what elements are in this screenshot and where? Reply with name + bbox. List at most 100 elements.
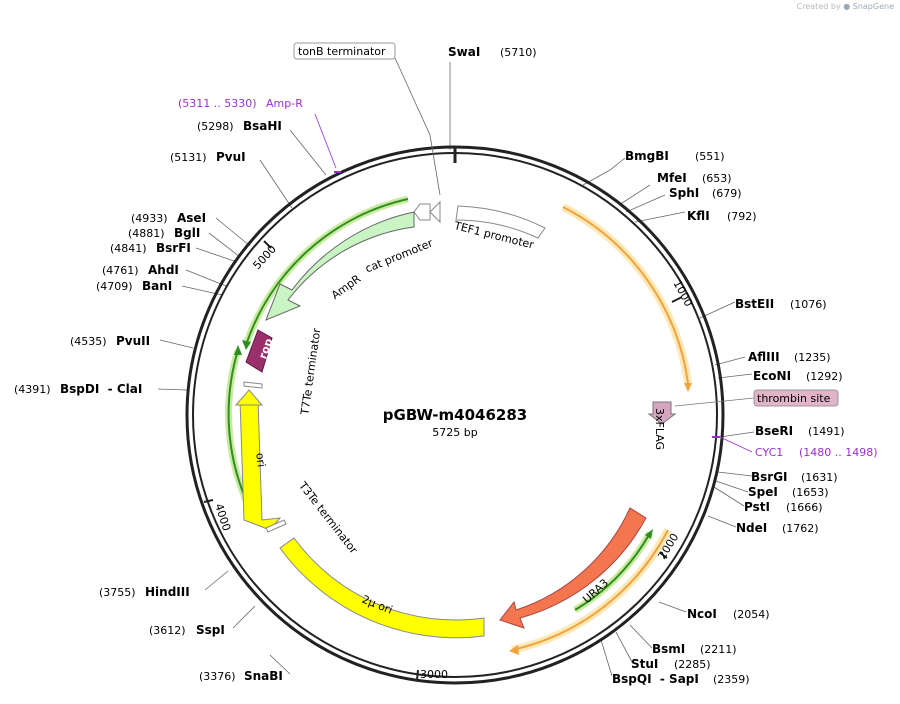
svg-text:BstEII: BstEII bbox=[735, 297, 774, 311]
site-afliii: AflIII (1235) bbox=[748, 350, 831, 364]
svg-text:(5710): (5710) bbox=[500, 46, 537, 59]
site-bseri: BseRI (1491) bbox=[755, 424, 845, 438]
svg-text:BsaHI: BsaHI bbox=[243, 119, 282, 133]
tick-label-1000: 1000 bbox=[671, 278, 696, 309]
tick-5000 bbox=[263, 240, 272, 249]
svg-text:StuI: StuI bbox=[631, 657, 658, 671]
thrombin-site-box: thrombin site bbox=[753, 389, 839, 407]
svg-text:BspDI - ClaI: BspDI - ClaI bbox=[60, 382, 142, 396]
site-stui: StuI (2285) bbox=[631, 657, 711, 671]
svg-text:(1292): (1292) bbox=[806, 370, 843, 383]
svg-text:Amp-R: Amp-R bbox=[266, 97, 303, 110]
ori-arrowhead bbox=[234, 389, 264, 406]
primer-arc-mid-left bbox=[227, 349, 247, 501]
svg-text:(4535): (4535) bbox=[70, 335, 107, 348]
site-bsmi: BsmI (2211) bbox=[652, 642, 737, 656]
tick-2000 bbox=[658, 551, 668, 559]
site-pvui: (5131) PvuI bbox=[170, 150, 246, 164]
svg-text:(5311 .. 5330): (5311 .. 5330) bbox=[178, 97, 257, 110]
site-bsteii: BstEII (1076) bbox=[735, 297, 827, 311]
svg-text:BsmI: BsmI bbox=[652, 642, 685, 656]
orf-glow-top bbox=[561, 203, 692, 384]
tonb-leader bbox=[394, 57, 441, 196]
site-leader-lines bbox=[157, 62, 755, 677]
site-bmgbi: BmgBI (551) bbox=[625, 149, 725, 163]
small-arrow-1 bbox=[429, 200, 441, 224]
plasmid-length: 5725 bp bbox=[432, 426, 477, 439]
ampr-label: AmpR bbox=[329, 272, 364, 302]
credit-prefix: Created by bbox=[796, 2, 841, 11]
site-mfei: MfeI (653) bbox=[657, 171, 732, 185]
svg-text:(792): (792) bbox=[727, 210, 757, 223]
primer-amp-r: (5311 .. 5330) Amp-R bbox=[178, 97, 303, 110]
svg-text:(1235): (1235) bbox=[794, 351, 831, 364]
svg-text:PstI: PstI bbox=[744, 500, 770, 514]
snapgene-logo-icon: ● bbox=[843, 2, 851, 11]
svg-text:(4933): (4933) bbox=[131, 212, 168, 225]
ampr-feature bbox=[265, 211, 415, 321]
svg-text:BspQI - SapI: BspQI - SapI bbox=[612, 672, 699, 686]
site-hindiii: (3755) HindIII bbox=[99, 585, 190, 599]
svg-text:BsrFI: BsrFI bbox=[156, 241, 191, 255]
ura3-feature bbox=[499, 507, 647, 629]
site-swai: SwaI (5710) bbox=[448, 45, 537, 59]
primer-arrow-mid-left bbox=[234, 345, 242, 355]
site-sphi: SphI (679) bbox=[669, 186, 742, 200]
site-bspdi-clai: (4391) BspDI - ClaI bbox=[14, 382, 142, 396]
svg-text:MfeI: MfeI bbox=[657, 171, 687, 185]
svg-text:(1653): (1653) bbox=[792, 486, 829, 499]
t3te-label: T3Te terminator bbox=[296, 479, 361, 557]
ampr-primer-leader bbox=[314, 113, 337, 169]
svg-text:(1666): (1666) bbox=[786, 501, 823, 514]
svg-text:BglI: BglI bbox=[174, 226, 200, 240]
site-snabi: (3376) SnaBI bbox=[199, 669, 283, 683]
svg-text:BseRI: BseRI bbox=[755, 424, 793, 438]
svg-text:(1076): (1076) bbox=[790, 298, 827, 311]
svg-text:(4391): (4391) bbox=[14, 383, 51, 396]
site-spei: SpeI (1653) bbox=[748, 485, 829, 499]
primer-arc-lower bbox=[574, 532, 651, 611]
site-sspi: (3612) SspI bbox=[149, 623, 225, 637]
site-kfli: KflI (792) bbox=[687, 209, 757, 223]
site-econi: EcoNI (1292) bbox=[753, 369, 843, 383]
orf-arrow-top bbox=[684, 383, 692, 392]
primer-cyc1: CYC1 (1480 .. 1498) bbox=[755, 446, 878, 459]
small-arrow-2 bbox=[413, 203, 431, 221]
cyc1-leader bbox=[719, 436, 753, 453]
3xflag-feature bbox=[647, 401, 677, 425]
svg-text:SspI: SspI bbox=[196, 623, 225, 637]
tick-1000 bbox=[671, 296, 683, 303]
svg-text:KflI: KflI bbox=[687, 209, 710, 223]
two-micron-ori-feature bbox=[279, 537, 485, 639]
svg-text:(551): (551) bbox=[695, 150, 725, 163]
site-bani: (4709) BanI bbox=[96, 279, 172, 293]
tef1-promoter-feature bbox=[455, 205, 546, 239]
svg-text:(4761): (4761) bbox=[102, 264, 139, 277]
svg-text:(2285): (2285) bbox=[674, 658, 711, 671]
svg-text:(653): (653) bbox=[702, 172, 732, 185]
site-psti: PstI (1666) bbox=[744, 500, 823, 514]
primer-arrow-upper-left bbox=[242, 340, 251, 350]
svg-text:CYC1: CYC1 bbox=[755, 446, 783, 459]
svg-text:PvuII: PvuII bbox=[116, 334, 150, 348]
svg-text:BmgBI: BmgBI bbox=[625, 149, 669, 163]
svg-text:(4841): (4841) bbox=[110, 242, 147, 255]
svg-text:AflIII: AflIII bbox=[748, 350, 780, 364]
svg-text:NcoI: NcoI bbox=[687, 607, 717, 621]
site-ndei: NdeI (1762) bbox=[736, 521, 819, 535]
primer-arc-upper-left bbox=[245, 198, 409, 346]
t7te-feature bbox=[243, 381, 263, 389]
svg-text:(1762): (1762) bbox=[782, 522, 819, 535]
tick-label-3000: 3000 bbox=[420, 668, 448, 681]
svg-text:(4881): (4881) bbox=[128, 227, 165, 240]
svg-text:(2359): (2359) bbox=[713, 673, 750, 686]
t7te-label: T7Te terminator bbox=[298, 327, 323, 417]
svg-text:(1480 .. 1498): (1480 .. 1498) bbox=[799, 446, 878, 459]
cat-promoter-label: cat promoter bbox=[363, 236, 435, 275]
svg-text:BsrGI: BsrGI bbox=[751, 470, 788, 484]
svg-text:(2054): (2054) bbox=[733, 608, 770, 621]
site-bgli: (4881) BglI bbox=[128, 226, 200, 240]
tick-label-4000: 4000 bbox=[212, 502, 233, 533]
svg-text:SwaI: SwaI bbox=[448, 45, 480, 59]
rop-feature bbox=[245, 329, 273, 373]
